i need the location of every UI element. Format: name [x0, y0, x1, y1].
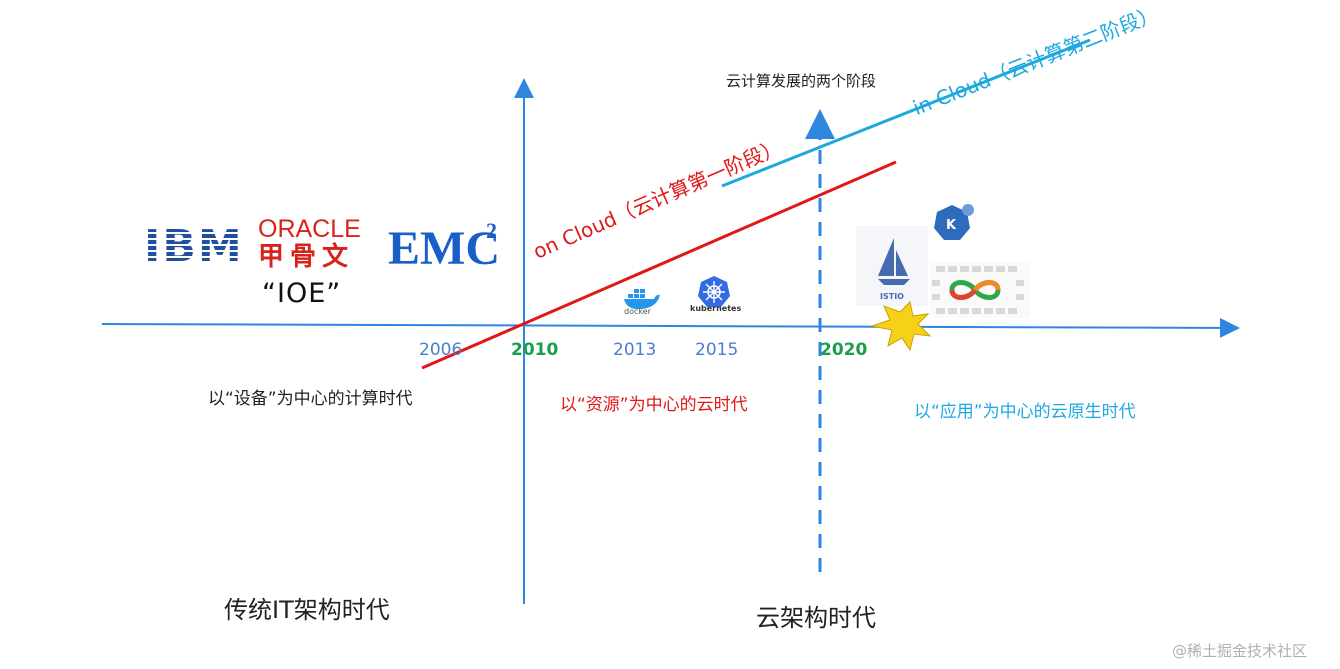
emc-logo-text: EMC [388, 222, 500, 275]
cloud-architecture-era: 云架构时代 [756, 604, 876, 632]
era-resource: 以“资源”为中心的云时代 [560, 395, 748, 415]
kubernetes-label: kubernetes [690, 304, 741, 313]
on-cloud-line [421, 160, 897, 370]
year-2020: 2020 [820, 340, 868, 360]
watermark: @稀土掘金技术社区 [1172, 642, 1308, 660]
emc-logo: EMC 2 [388, 218, 500, 275]
year-2013: 2013 [613, 340, 657, 360]
year-2006: 2006 [419, 340, 463, 360]
docker-logo: docker [624, 289, 660, 316]
knative-logo: K [934, 204, 974, 240]
timeline-axis [101, 317, 1240, 338]
oracle-cn-text: 甲骨文 [258, 241, 354, 272]
era-application: 以“应用”为中心的云原生时代 [914, 402, 1136, 422]
istio-logo: ISTIO [856, 226, 928, 306]
kubernetes-logo: kubernetes [690, 276, 741, 313]
year-2015: 2015 [695, 340, 739, 360]
diagram-title: 云计算发展的两个阶段 [726, 72, 877, 90]
devops-collage-icon [930, 262, 1030, 318]
ioe-caption: “IOE” [262, 278, 342, 309]
ibm-logo-text: IBM [144, 221, 244, 272]
oracle-logo: ORACLE 甲骨文 [258, 215, 361, 272]
docker-label: docker [624, 307, 652, 316]
era-device: 以“设备”为中心的计算时代 [208, 389, 413, 409]
oracle-logo-text: ORACLE [258, 215, 361, 243]
burst-icon [870, 300, 932, 352]
emc-logo-superscript: 2 [486, 218, 497, 243]
ibm-logo: IBM [140, 221, 250, 272]
year-2010: 2010 [511, 340, 559, 360]
knative-letter: K [946, 218, 957, 233]
istio-label: ISTIO [880, 292, 904, 301]
in-cloud-line [721, 38, 1091, 188]
traditional-it-era: 传统IT架构时代 [224, 596, 390, 624]
